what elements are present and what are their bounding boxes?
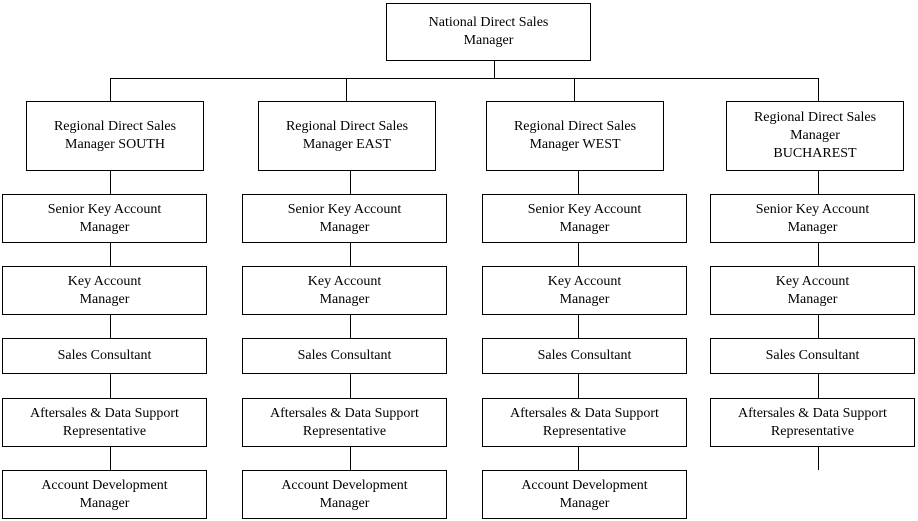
bucharest-senior-key-account-manager-box: Senior Key Account Manager: [710, 194, 915, 243]
south-senior-key-account-manager-box: Senior Key Account Manager: [2, 194, 207, 243]
column-connector-south: [110, 171, 111, 471]
bucharest-aftersales-data-support-box: Aftersales & Data Support Representative: [710, 398, 915, 447]
top-connector: [494, 61, 495, 78]
south-aftersales-data-support-box: Aftersales & Data Support Representative: [2, 398, 207, 447]
branch-drop-bucharest: [818, 78, 819, 101]
east-key-account-manager-box: Key Account Manager: [242, 266, 447, 315]
bucharest-sales-consultant-box: Sales Consultant: [710, 338, 915, 374]
branch-drop-west: [574, 78, 575, 101]
branch-drop-east: [346, 78, 347, 101]
regional-manager-south-box: Regional Direct Sales Manager SOUTH: [26, 101, 204, 171]
south-key-account-manager-box: Key Account Manager: [2, 266, 207, 315]
west-senior-key-account-manager-box: Senior Key Account Manager: [482, 194, 687, 243]
east-aftersales-data-support-box: Aftersales & Data Support Representative: [242, 398, 447, 447]
south-account-development-manager-box: Account Development Manager: [2, 470, 207, 519]
east-account-development-manager-box: Account Development Manager: [242, 470, 447, 519]
bucharest-key-account-manager-box: Key Account Manager: [710, 266, 915, 315]
east-sales-consultant-box: Sales Consultant: [242, 338, 447, 374]
national-direct-sales-manager-box: National Direct Sales Manager: [386, 3, 591, 61]
regional-manager-east-box: Regional Direct Sales Manager EAST: [258, 101, 436, 171]
west-key-account-manager-box: Key Account Manager: [482, 266, 687, 315]
column-connector-bucharest: [818, 171, 819, 470]
east-senior-key-account-manager-box: Senior Key Account Manager: [242, 194, 447, 243]
regional-manager-west-box: Regional Direct Sales Manager WEST: [486, 101, 664, 171]
branch-bus-line: [110, 78, 819, 79]
branch-drop-south: [110, 78, 111, 101]
west-account-development-manager-box: Account Development Manager: [482, 470, 687, 519]
west-sales-consultant-box: Sales Consultant: [482, 338, 687, 374]
west-aftersales-data-support-box: Aftersales & Data Support Representative: [482, 398, 687, 447]
column-connector-west: [578, 171, 579, 471]
regional-manager-bucharest-box: Regional Direct Sales Manager BUCHAREST: [726, 101, 904, 171]
south-sales-consultant-box: Sales Consultant: [2, 338, 207, 374]
column-connector-east: [350, 171, 351, 471]
